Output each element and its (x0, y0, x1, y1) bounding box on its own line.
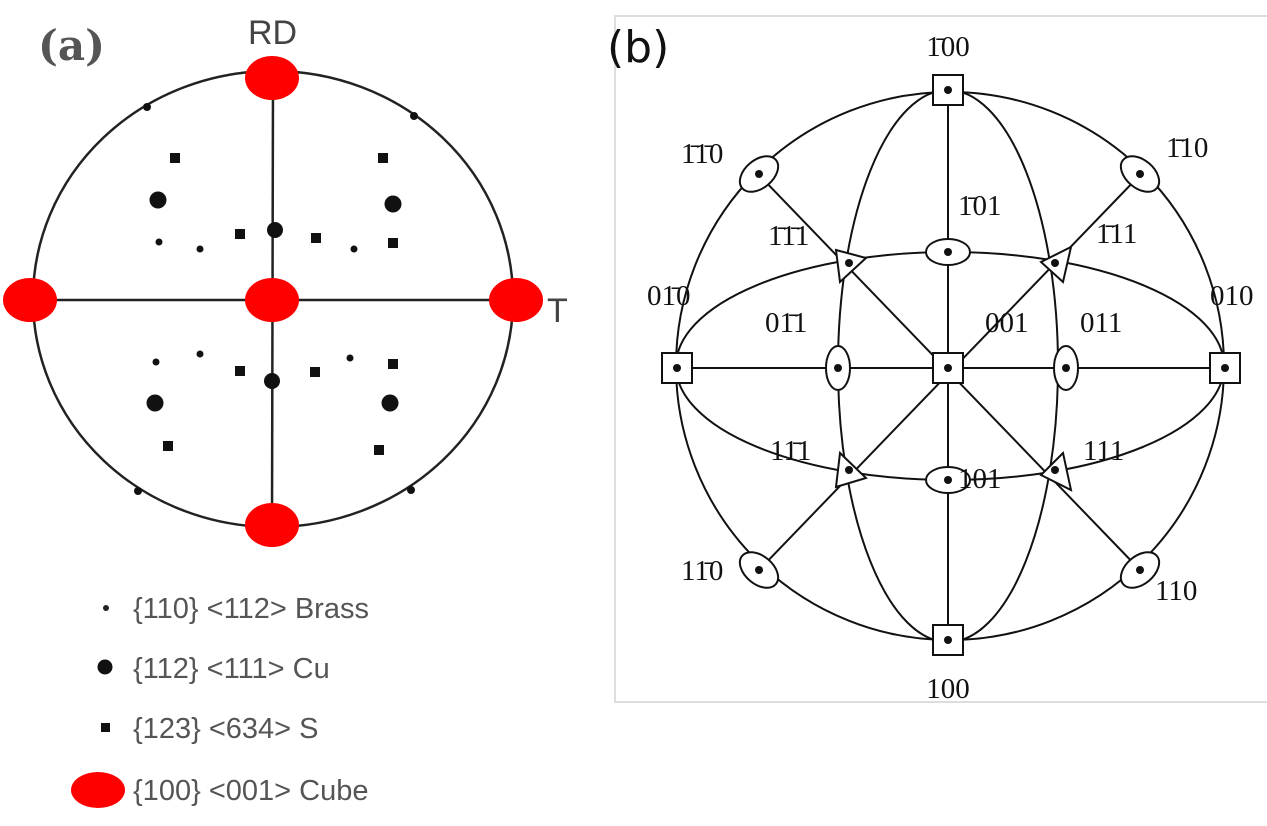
cube-pole (245, 503, 299, 547)
miller-index-labels: 1̄00 100 1̄1̄0 1̄10 01̄0 010 1̄01 1̄1̄1 … (647, 31, 1254, 705)
legend: {110} <112> Brass {112} <111> Cu {123} <… (71, 593, 369, 808)
panel-a-label: (a) (38, 21, 105, 70)
label-101: 101 (958, 463, 1002, 495)
s-pole (388, 359, 398, 369)
label-m101: 1̄01 (958, 190, 1002, 222)
label-110: 110 (1155, 575, 1197, 607)
pole-dot (834, 364, 842, 372)
label-0m10: 01̄0 (647, 280, 691, 312)
label-m110: 1̄10 (1166, 132, 1208, 164)
label-0m11: 01̄1 (765, 307, 807, 339)
legend-cu-symbol (97, 659, 113, 675)
pole-dot (1136, 566, 1144, 574)
cube-pole (489, 278, 543, 322)
s-pole (378, 153, 388, 163)
pole-dot (944, 476, 952, 484)
pole-dot (845, 466, 853, 474)
pole-dot (1051, 259, 1059, 267)
brass-pole (410, 112, 418, 120)
pole-dot (1136, 170, 1144, 178)
cu-pole (267, 222, 283, 238)
pole-dot (845, 259, 853, 267)
cu-pole (149, 191, 167, 209)
label-m111: 1̄11 (1096, 218, 1137, 250)
legend-brass-symbol (103, 605, 109, 611)
label-m1m10: 1̄1̄0 (681, 138, 723, 170)
pole-dot (1051, 466, 1059, 474)
panel-b-label: (b) (607, 22, 669, 73)
pole-dot (1062, 364, 1070, 372)
cube-poles (3, 56, 543, 547)
brass-pole (407, 486, 415, 494)
s-pole (235, 366, 245, 376)
panel-a-pole-figure: (a) RD (3, 14, 568, 808)
pole-dot (944, 636, 952, 644)
label-011: 011 (1080, 307, 1122, 339)
legend-s: {123} <634> S (133, 713, 318, 745)
s-pole (311, 233, 321, 243)
label-001: 001 (985, 307, 1029, 339)
cube-pole (245, 56, 299, 100)
pole-dot (944, 364, 952, 372)
legend-cube-symbol (71, 772, 125, 808)
s-pole (310, 367, 320, 377)
pole-dot (1221, 364, 1229, 372)
axis-label-rd: RD (248, 14, 297, 52)
pole-dot (944, 248, 952, 256)
label-010: 010 (1210, 280, 1254, 312)
s-pole (374, 445, 384, 455)
label-1m10: 11̄0 (681, 555, 723, 587)
s-poles (163, 153, 398, 455)
cube-pole (245, 278, 299, 322)
pole-dot (673, 364, 681, 372)
label-m100: 1̄00 (926, 31, 970, 63)
s-pole (170, 153, 180, 163)
panel-b-frame (614, 15, 1267, 703)
brass-pole (155, 238, 163, 246)
legend-s-symbol (101, 723, 110, 732)
brass-pole (196, 245, 204, 253)
brass-pole (152, 358, 160, 366)
brass-pole (134, 487, 142, 495)
panel-b-stereographic-projection: (b) (607, 15, 1267, 705)
legend-brass: {110} <112> Brass (133, 593, 369, 625)
cu-pole (384, 195, 402, 213)
brass-poles (134, 103, 418, 495)
pole-dot (944, 86, 952, 94)
brass-pole (196, 350, 204, 358)
legend-cu: {112} <111> Cu (133, 653, 330, 685)
pole-dot (755, 170, 763, 178)
axis-label-t: T (547, 292, 568, 330)
label-m1m11: 1̄1̄1 (768, 220, 809, 252)
brass-pole (143, 103, 151, 111)
cube-pole (3, 278, 57, 322)
cu-poles (146, 191, 402, 412)
cu-pole (146, 394, 164, 412)
cube-poles-b (661, 74, 1241, 656)
brass-pole (346, 354, 354, 362)
s-pole (235, 229, 245, 239)
label-100: 100 (926, 673, 970, 705)
cu-pole (264, 373, 280, 389)
label-111: 111 (1083, 435, 1124, 467)
legend-cube: {100} <001> Cube (133, 775, 368, 807)
s-pole (163, 441, 173, 451)
label-1m11: 11̄1 (770, 435, 811, 467)
s-pole (388, 238, 398, 248)
cu-pole (381, 394, 399, 412)
pole-dot (755, 566, 763, 574)
pole-centers (673, 86, 1229, 644)
brass-pole (350, 245, 358, 253)
